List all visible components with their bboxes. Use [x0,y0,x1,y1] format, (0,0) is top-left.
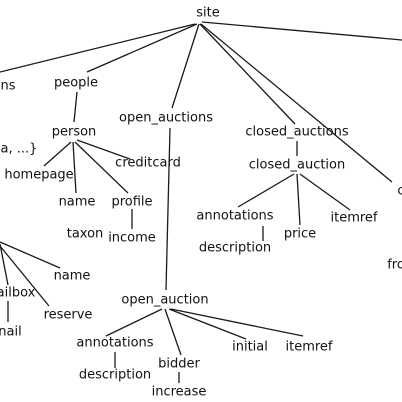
node-income: income [108,230,156,246]
edge-site-regions [0,23,196,73]
edge-site-open-auctions [171,23,200,109]
edge-left-reserve [0,245,50,307]
node-bidder: bidder [158,356,200,372]
node-creditcard: creditcard [115,155,181,171]
edge-open-auction-annotations [105,308,163,337]
node-closed-auction: closed_auction [248,157,346,173]
node-increase: increase [151,384,207,400]
edge-person-profile [74,141,129,194]
edge-site-closed-auctions [199,23,296,125]
edge-open-auctions-open-auction [165,127,171,291]
edge-open-auction-itemref [170,308,304,337]
node-itemref-open: itemref [285,339,333,355]
node-people: people [53,75,99,91]
edge-left-name [0,241,61,269]
node-items-partial: a, ...} [0,141,38,157]
node-mail-partial: nail [0,324,22,340]
node-profile: profile [111,194,153,210]
node-annotations-open: annotations [76,335,154,351]
edge-closed-auction-itemref [299,173,351,211]
node-open-auctions: open_auctions [119,110,213,126]
edge-closed-auction-price [296,173,301,226]
node-taxon: taxon [66,226,104,242]
node-regions-partial: ns [0,78,16,94]
edge-left-partial-a [0,243,9,286]
node-initial: initial [232,339,268,355]
edge-people-person [73,91,78,123]
node-name-left: name [53,268,91,284]
edge-site-people [86,23,198,73]
node-annotations-closed: annotations [196,208,274,224]
node-mailbox-partial: ailbox [0,285,36,301]
node-description-closed: description [198,240,272,256]
node-open-auction: open_auction [121,292,209,308]
node-person: person [51,124,97,140]
node-name: name [58,194,96,210]
edge-person-creditcard [76,139,131,160]
node-homepage: homepage [4,167,74,183]
node-site: site [196,5,220,21]
node-reserve: reserve [43,307,93,323]
edge-closed-auction-annotations [237,173,295,208]
edge-site-right-c [200,23,393,183]
edge-open-auction-bidder [164,308,182,356]
node-itemref-closed: itemref [330,210,378,226]
edge-person-name [72,141,77,194]
edge-open-auction-initial [168,308,247,340]
edge-site-right-offscreen [201,21,402,41]
node-closed-auctions: closed_auctions [245,124,349,140]
edge-person-homepage [43,141,72,167]
node-right-partial-fro: fro [387,257,402,273]
node-right-partial-c: c [397,183,402,199]
node-price: price [283,226,317,242]
node-description-open: description [78,367,152,383]
